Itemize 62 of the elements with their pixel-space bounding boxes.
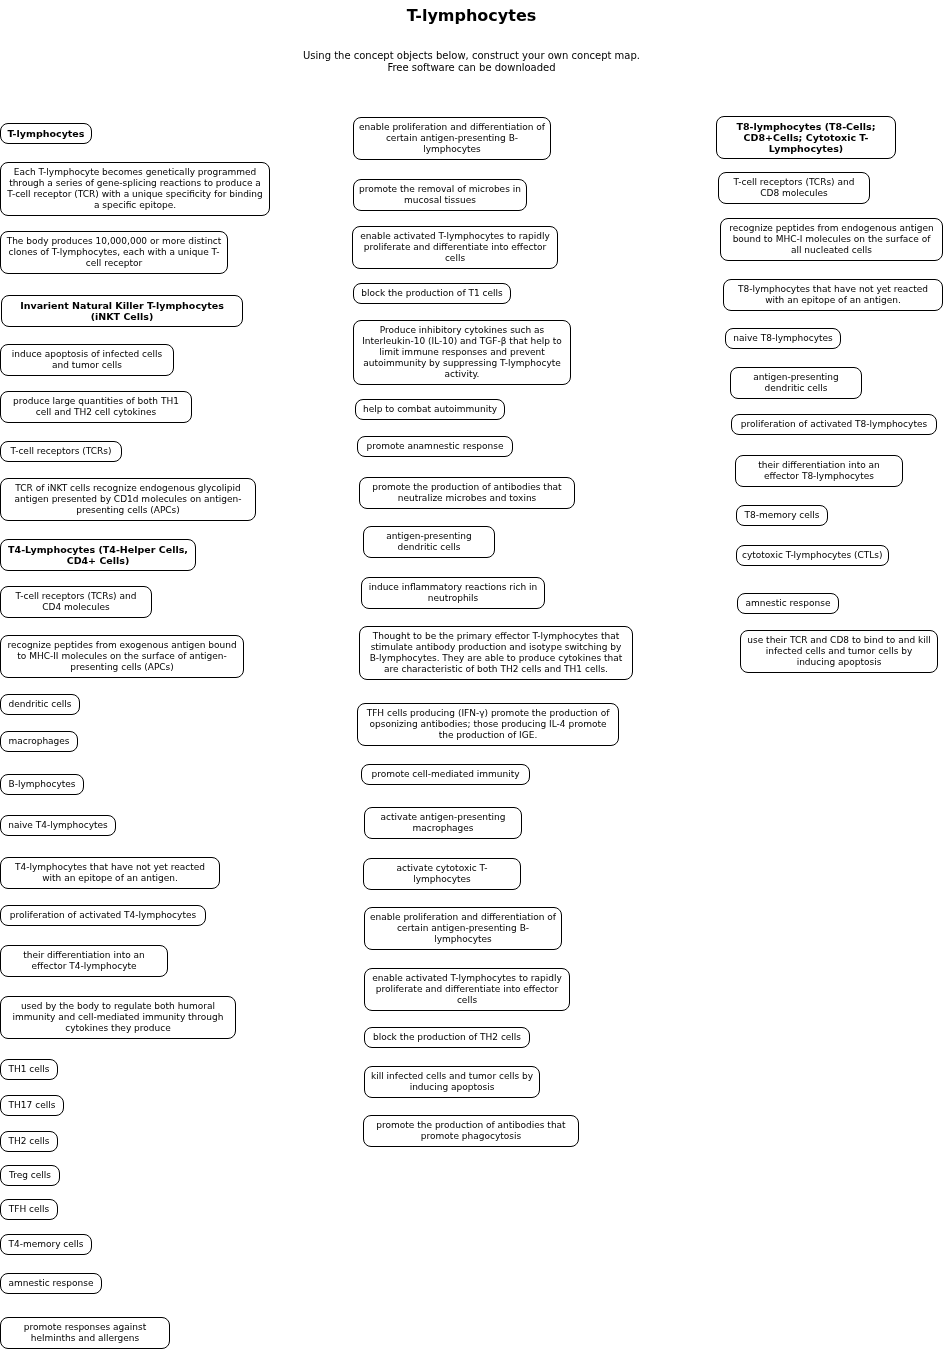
concept-box: Thought to be the primary effector T-lymphocytes that stimulate antibody production and isotype switching by B-lymphocytes. They are able to produce cytokines that are characteristic of both TH2 cells and TH1 cells. bbox=[359, 626, 633, 680]
concept-box: activate cytotoxic T-lymphocytes bbox=[363, 858, 521, 890]
concept-box: T4-lymphocytes that have not yet reacted with an epitope of an antigen. bbox=[0, 857, 220, 889]
concept-box: T8-lymphocytes that have not yet reacted with an epitope of an antigen. bbox=[723, 279, 943, 311]
instruction-text: Using the concept objects below, construct your own concept map. bbox=[302, 50, 641, 61]
heading-concept-box: T4-Lymphocytes (T4-Helper Cells, CD4+ Cells) bbox=[0, 539, 196, 571]
concept-box: induce apoptosis of infected cells and tumor cells bbox=[0, 344, 174, 376]
concept-box: help to combat autoimmunity bbox=[355, 399, 505, 420]
concept-box: enable activated T-lymphocytes to rapidly proliferate and differentiate into effector cells bbox=[364, 968, 570, 1011]
concept-box: recognize peptides from exogenous antigen bound to MHC-II molecules on the surface of antigen-presenting cells (APCs) bbox=[0, 635, 244, 678]
concept-box: TH1 cells bbox=[0, 1059, 58, 1080]
concept-box: T-cell receptors (TCRs) and CD4 molecules bbox=[0, 586, 152, 618]
concept-box: promote cell-mediated immunity bbox=[361, 764, 530, 785]
concept-box: induce inflammatory reactions rich in neutrophils bbox=[361, 577, 545, 609]
concept-box: dendritic cells bbox=[0, 694, 80, 715]
diagram-title: T-lymphocytes bbox=[405, 6, 538, 25]
concept-box: amnestic response bbox=[0, 1273, 102, 1294]
concept-box: T-cell receptors (TCRs) bbox=[0, 441, 122, 462]
concept-box: promote the removal of microbes in mucosal tissues bbox=[353, 179, 527, 211]
concept-box: proliferation of activated T4-lymphocytes bbox=[0, 905, 206, 926]
concept-box: T-cell receptors (TCRs) and CD8 molecules bbox=[718, 172, 870, 204]
concept-box: promote the production of antibodies that promote phagocytosis bbox=[363, 1115, 579, 1147]
concept-box: recognize peptides from endogenous antigen bound to MHC-I molecules on the surface of all nucleated cells bbox=[720, 218, 943, 261]
concept-box: naive T8-lymphocytes bbox=[725, 328, 841, 349]
concept-box: TFH cells bbox=[0, 1199, 58, 1220]
concept-box: amnestic response bbox=[737, 593, 839, 614]
concept-box: T8-memory cells bbox=[736, 505, 828, 526]
concept-box: Produce inhibitory cytokines such as Interleukin-10 (IL-10) and TGF-β that help to limit immune responses and prevent autoimmunity by suppressing T-lymphocyte activity. bbox=[353, 320, 571, 385]
concept-box: block the production of TH2 cells bbox=[364, 1027, 530, 1048]
concept-box: Treg cells bbox=[0, 1165, 60, 1186]
concept-box: TFH cells producing (IFN-γ) promote the production of opsonizing antibodies; those producing IL-4 promote the production of IGE. bbox=[357, 703, 619, 746]
concept-box: their differentiation into an effector T4-lymphocyte bbox=[0, 945, 168, 977]
concept-box: The body produces 10,000,000 or more distinct clones of T-lymphocytes, each with a unique T-cell receptor bbox=[0, 231, 228, 274]
concept-box: promote anamnestic response bbox=[357, 436, 513, 457]
concept-box: activate antigen-presenting macrophages bbox=[364, 807, 522, 839]
concept-box: TH2 cells bbox=[0, 1131, 58, 1152]
concept-box: enable proliferation and differentiation of certain antigen-presenting B-lymphocytes bbox=[353, 117, 551, 160]
concept-box: enable proliferation and differentiation of certain antigen-presenting B-lymphocytes bbox=[364, 907, 562, 950]
concept-box: TH17 cells bbox=[0, 1095, 64, 1116]
concept-box: antigen-presenting dendritic cells bbox=[363, 526, 495, 558]
concept-box: kill infected cells and tumor cells by inducing apoptosis bbox=[364, 1066, 540, 1098]
concept-box: block the production of T1 cells bbox=[353, 283, 511, 304]
concept-box: naive T4-lymphocytes bbox=[0, 815, 116, 836]
concept-box: their differentiation into an effector T8-lymphocytes bbox=[735, 455, 903, 487]
concept-box: use their TCR and CD8 to bind to and kill infected cells and tumor cells by inducing apoptosis bbox=[740, 630, 938, 673]
heading-concept-box: T-lymphocytes bbox=[0, 123, 92, 144]
concept-box: B-lymphocytes bbox=[0, 774, 84, 795]
heading-concept-box: T8-lymphocytes (T8-Cells; CD8+Cells; Cytotoxic T-Lymphocytes) bbox=[716, 116, 896, 159]
concept-box: Each T-lymphocyte becomes genetically programmed through a series of gene-splicing reactions to produce a T-cell receptor (TCR) with a unique specificity for binding a specific epitope. bbox=[0, 162, 270, 216]
concept-box: used by the body to regulate both humoral immunity and cell-mediated immunity through cytokines they produce bbox=[0, 996, 236, 1039]
concept-box: T4-memory cells bbox=[0, 1234, 92, 1255]
concept-box: promote the production of antibodies that neutralize microbes and toxins bbox=[359, 477, 575, 509]
instruction-text: Free software can be downloaded bbox=[386, 62, 557, 73]
concept-box: produce large quantities of both TH1 cell and TH2 cell cytokines bbox=[0, 391, 192, 423]
concept-box: macrophages bbox=[0, 731, 78, 752]
concept-box: enable activated T-lymphocytes to rapidly proliferate and differentiate into effector cells bbox=[352, 226, 558, 269]
concept-box: promote responses against helminths and allergens bbox=[0, 1317, 170, 1349]
heading-concept-box: Invarient Natural Killer T-lymphocytes (iNKT Cells) bbox=[1, 295, 243, 327]
concept-box: TCR of iNKT cells recognize endogenous glycolipid antigen presented by CD1d molecules on antigen-presenting cells (APCs) bbox=[0, 478, 256, 521]
concept-box: proliferation of activated T8-lymphocytes bbox=[731, 414, 937, 435]
concept-box: cytotoxic T-lymphocytes (CTLs) bbox=[736, 545, 889, 566]
concept-box: antigen-presenting dendritic cells bbox=[730, 367, 862, 399]
